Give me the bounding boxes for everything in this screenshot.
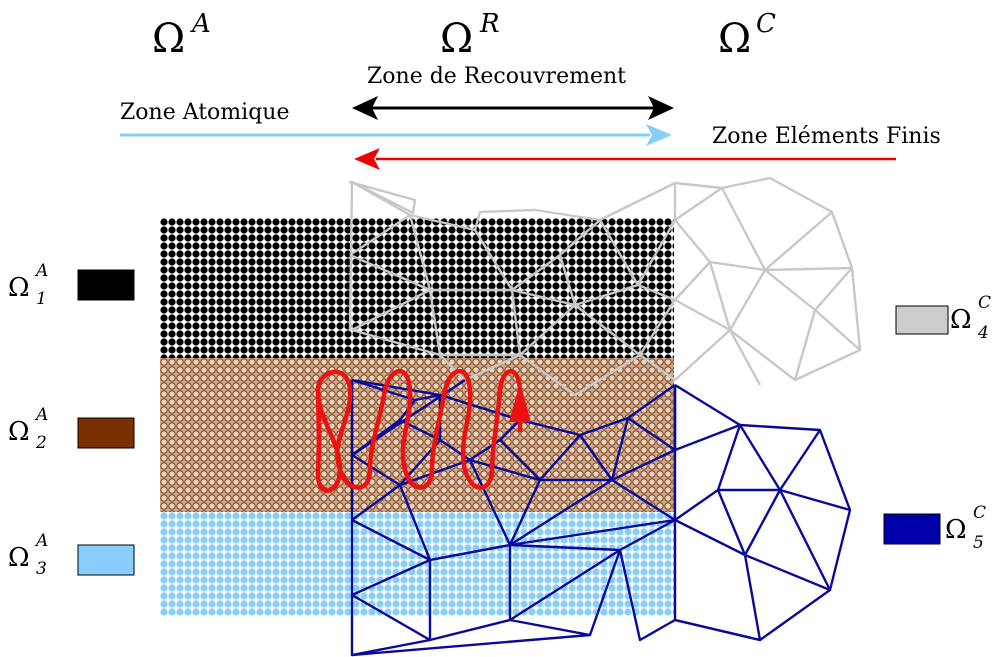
legend-swatch-a1: [77, 269, 135, 301]
red-oscillation-path: [315, 369, 531, 493]
legend-swatch-a2: [77, 417, 135, 449]
legend-omega-a1-subscript: 1: [36, 289, 47, 309]
legend-swatch-c5: [883, 513, 941, 545]
legend-omega-c5-symbol: Ω: [945, 515, 967, 545]
fe-zone-label: Zone Eléments Finis: [712, 124, 941, 149]
legend-omega-a2-superscript: A: [34, 405, 48, 425]
region-label-overlap: Ω R: [440, 9, 500, 62]
omega-a-symbol: Ω: [152, 16, 185, 62]
legend-omega-c4-symbol: Ω: [950, 305, 972, 335]
legend-omega-a2-subscript: 2: [35, 433, 47, 453]
legend-omega-a1: Ω A 1: [8, 261, 135, 309]
legend-omega-c5-superscript: C: [973, 503, 986, 523]
legend-omega-a1-superscript: A: [34, 261, 48, 281]
legend-omega-c4: Ω C 4: [895, 293, 991, 343]
legend-swatch-a3: [77, 544, 135, 576]
legend-omega-a3-symbol: Ω: [8, 543, 30, 573]
fe-extent-arrow: [354, 148, 896, 170]
legend-omega-a2-symbol: Ω: [8, 417, 30, 447]
atomic-zone-label: Zone Atomique: [120, 100, 289, 125]
omega-c-symbol: Ω: [718, 16, 751, 62]
omega-r-symbol: Ω: [440, 16, 473, 62]
atomic-extent-arrow: [120, 124, 672, 146]
legend-omega-a3-superscript: A: [34, 531, 48, 551]
legend-omega-c4-superscript: C: [978, 293, 991, 313]
omega-a-superscript: A: [190, 9, 211, 39]
region-label-continuum: Ω C: [718, 9, 776, 62]
red-wave-arrowhead: [509, 382, 531, 422]
overlap-zone-label: Zone de Recouvrement: [367, 64, 626, 89]
legend-swatch-c4: [895, 305, 949, 335]
legend-omega-a2: Ω A 2: [8, 405, 135, 453]
legend-omega-c5-subscript: 5: [973, 533, 984, 553]
region-label-atomic: Ω A: [152, 9, 211, 62]
fe-mesh-grey: [348, 176, 862, 397]
legend-omega-a1-symbol: Ω: [8, 273, 30, 303]
omega-c-superscript: C: [756, 9, 776, 39]
legend-omega-c4-subscript: 4: [977, 323, 989, 343]
legend-omega-c5: Ω C 5: [883, 503, 986, 553]
omega-r-superscript: R: [479, 9, 500, 39]
legend-omega-a3: Ω A 3: [8, 531, 135, 579]
fe-mesh-blue: [350, 378, 852, 657]
overlap-double-arrow: [352, 96, 674, 120]
legend-omega-a3-subscript: 3: [36, 559, 47, 579]
atom-lattice: [160, 218, 674, 616]
